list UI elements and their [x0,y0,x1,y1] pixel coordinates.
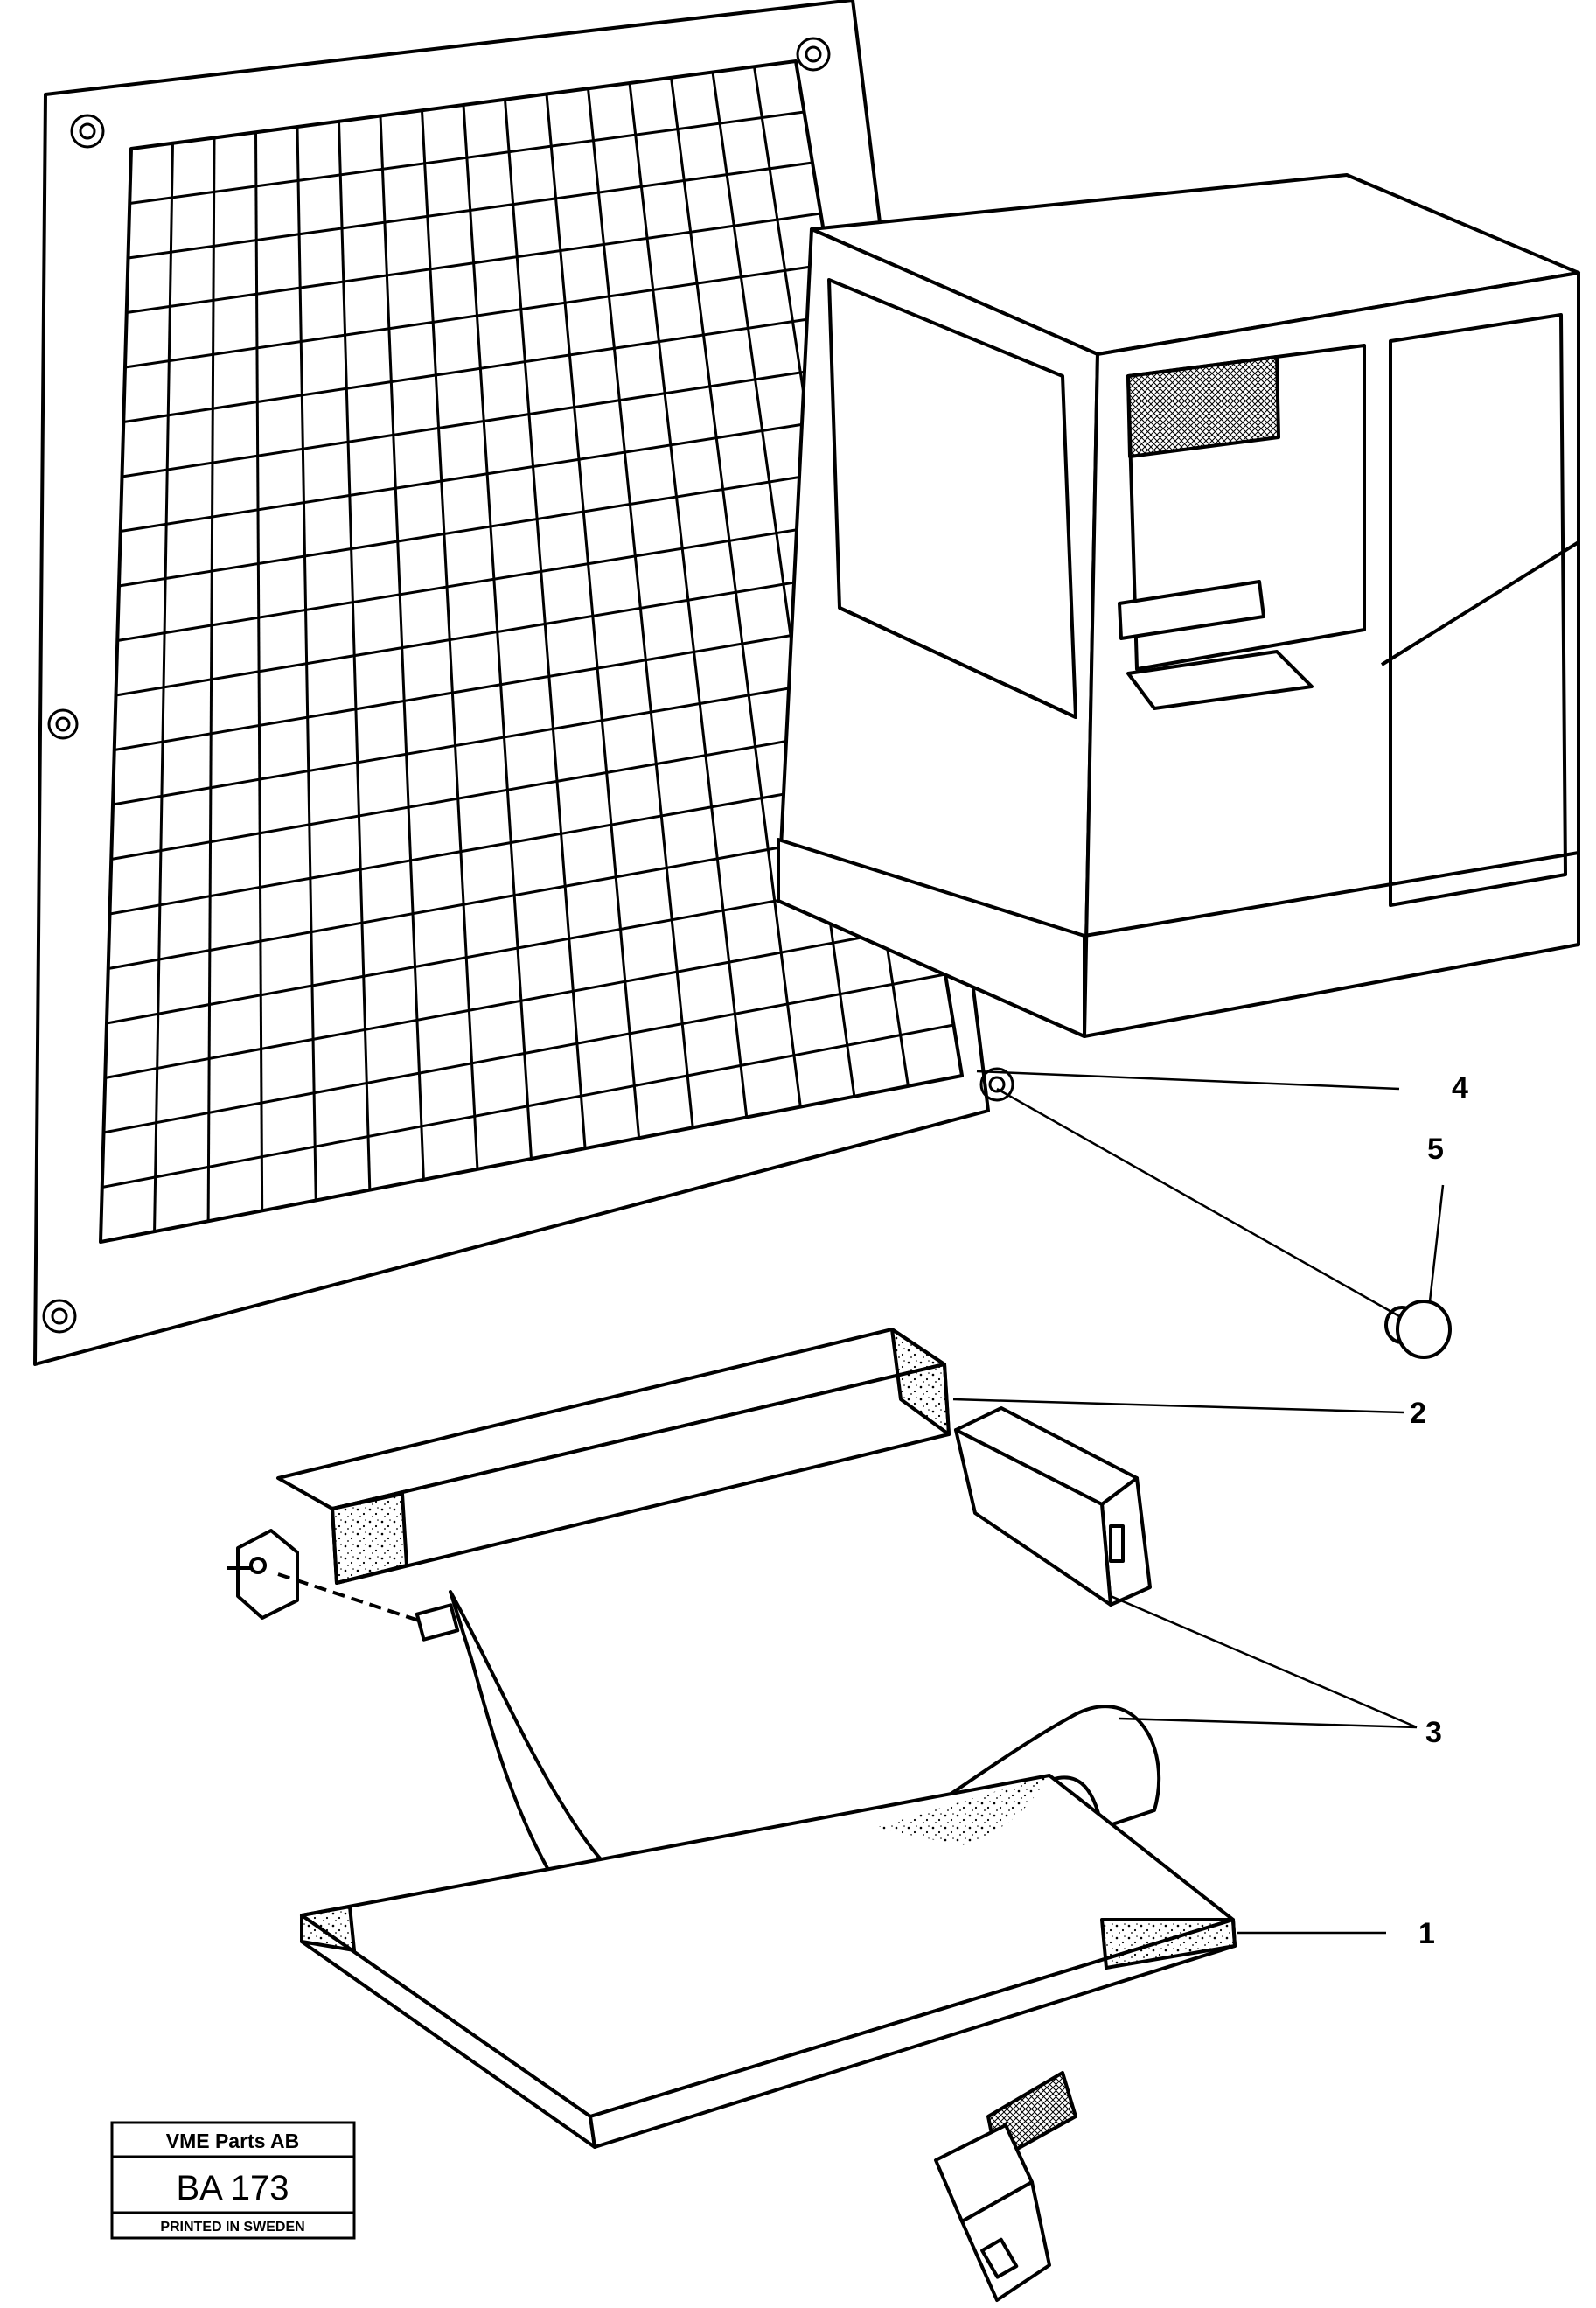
callout-1: 1 [1418,1917,1435,1950]
stamp-company: VME Parts AB [166,2130,300,2152]
manufacturer-stamp: VME Parts AB BA 173 PRINTED IN SWEDEN [110,2121,356,2240]
grille-wire-horizontal [103,973,946,1134]
grille-wire-horizontal [126,212,821,314]
grille-wire-horizontal [109,770,913,916]
grille-wire-horizontal [117,516,871,642]
grille-wire-horizontal [115,567,880,697]
grille-wire-horizontal [124,262,830,369]
cab-illustration [777,173,1580,1038]
rubber-knob [1384,1300,1452,1359]
grille-wire-horizontal [128,161,813,260]
callout-3: 3 [1425,1716,1442,1749]
stamp-printed-in: PRINTED IN SWEDEN [160,2220,304,2235]
grille-wire-horizontal [112,668,896,806]
grille-wire-horizontal [120,415,854,533]
callout-4: 4 [1452,1071,1468,1105]
grille-wire-horizontal [129,110,805,205]
window-grille [33,0,1014,1366]
stamp-drawing-code: BA 173 [176,2169,289,2207]
grille-wire-horizontal [110,719,904,861]
callout-5: 5 [1427,1133,1444,1166]
grille-mounting-holes [42,37,1014,1334]
seat-cushion [300,1774,1237,2149]
grille-wire-horizontal [123,313,838,423]
grille-wire-horizontal [122,364,847,478]
grille-wire-horizontal [101,1023,954,1189]
armrest-pad [276,1328,951,1585]
grille-wire-horizontal [114,617,888,751]
grille-wire-horizontal [118,465,863,588]
grille-wire-horizontal [104,922,937,1079]
callout-leaders [952,1070,1445,1935]
callout-2: 2 [1410,1397,1426,1430]
